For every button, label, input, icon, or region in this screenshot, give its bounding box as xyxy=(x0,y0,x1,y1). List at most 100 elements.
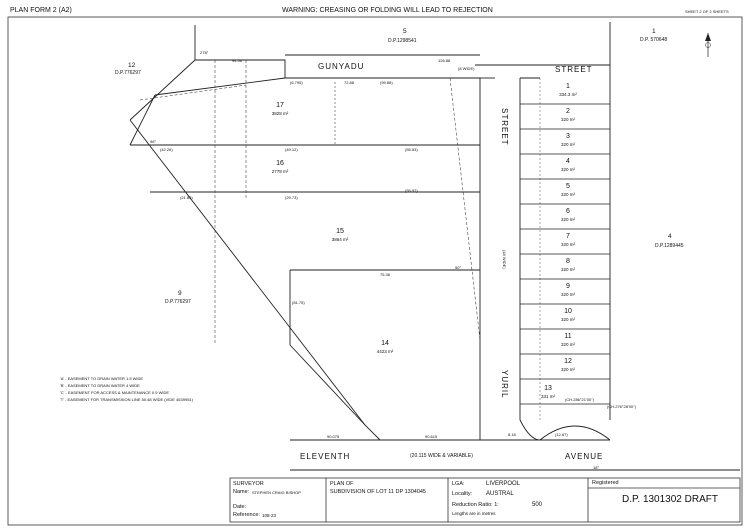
lot-3-area: 320 m² xyxy=(560,142,575,147)
lot-9-number: 9 xyxy=(566,283,570,290)
lot-17-number: 17 xyxy=(276,102,284,109)
plan-of-label: PLAN OF xyxy=(330,481,354,487)
adjoining-lot-12-dp: D.P.776297 xyxy=(115,70,141,76)
adjoining-lot-1-number: 1 xyxy=(652,28,656,35)
adjoining-lot-4-dp: D.P.1289445 xyxy=(655,243,684,249)
legend-item-c: 'C' - EASEMENT FOR ACCESS & MAINTENANCE … xyxy=(60,390,170,395)
surveyor-name: STEPHEN CRAIG BISHOP xyxy=(252,490,301,495)
road-yuril-width: (18 WIDE) xyxy=(502,250,507,269)
lot-12-area: 320 m² xyxy=(560,367,575,372)
dim-top-bearing: 278° xyxy=(200,50,209,55)
dim-lot16-west: (42.26) xyxy=(160,147,173,152)
dim-chord-2: (CH.276°28'00") xyxy=(607,404,636,409)
adjoining-lot-1-dp: D.P. 570648 xyxy=(640,37,668,43)
lot-4-number: 4 xyxy=(566,158,570,165)
lot-14-area: 4423 m² xyxy=(376,349,394,354)
lot-13-area: 331 m² xyxy=(540,394,555,399)
warning-text: WARNING: CREASING OR FOLDING WILL LEAD T… xyxy=(282,7,493,14)
road-yuril-label: YURIL xyxy=(500,370,509,399)
adjoining-lot-5-dp: D.P.1298541 xyxy=(388,38,417,44)
lot-10-number: 10 xyxy=(564,308,572,315)
lot-6-number: 6 xyxy=(566,208,570,215)
dim-corner-818: 8.18 xyxy=(508,432,516,437)
lot-8-number: 8 xyxy=(566,258,570,265)
lot-1-area: 334.3 m² xyxy=(559,92,577,97)
dim-gunyadu-length: 126.88 xyxy=(438,58,451,63)
lot-16-number: 16 xyxy=(276,160,284,167)
lot-13-number: 13 xyxy=(544,385,552,392)
surveyor-name-label: Name: xyxy=(233,489,250,495)
road-eleventh-width: (20.115 WIDE & VARIABLE) xyxy=(410,453,473,459)
dim-lot16-north: (49.12) xyxy=(285,147,298,152)
lot-7-number: 7 xyxy=(566,233,570,240)
road-street-vertical-label: STREET xyxy=(500,108,509,146)
dim-lot14-west: (81.75) xyxy=(292,300,305,305)
plan-form-label: PLAN FORM 2 (A2) xyxy=(10,7,72,14)
lot-8-area: 320 m² xyxy=(560,267,575,272)
dim-lot17-north-2: (99.88) xyxy=(380,80,393,85)
lot-7-area: 320 m² xyxy=(560,242,575,247)
dim-bearing-50: 50° xyxy=(455,265,462,270)
lot-5-number: 5 xyxy=(566,183,570,190)
lot-9-area: 320 m² xyxy=(560,292,575,297)
reduction-ratio-label: Reduction Ratio: 1: xyxy=(452,502,499,508)
lot-11-number: 11 xyxy=(564,333,572,340)
lot-15-area: 3864 m² xyxy=(331,237,349,242)
dim-lot15-west: (21.85) xyxy=(180,195,193,200)
dim-lot14-north: 75.38 xyxy=(380,272,391,277)
road-gunyadu-label: GUNYADU xyxy=(318,62,365,71)
north-arrow-icon xyxy=(705,33,711,57)
legend-item-a: 'A' - EASEMENT TO DRAIN WATER 1.5 WIDE xyxy=(60,376,144,381)
dim-top-distance: 94.56 xyxy=(232,58,243,63)
dim-lot15-east: (55.97) xyxy=(405,188,418,193)
dim-eleventh-2: 90.615 xyxy=(425,434,438,439)
lot-12-number: 12 xyxy=(564,358,572,365)
dim-bearing-18: 18° xyxy=(593,465,600,470)
surveyor-heading: SURVEYOR xyxy=(233,481,264,487)
road-gunyadu-width: (8 WIDE) xyxy=(458,66,475,71)
road-avenue-label: AVENUE xyxy=(565,452,604,461)
lot-6-area: 320 m² xyxy=(560,217,575,222)
lot-14-number: 14 xyxy=(381,340,389,347)
adjoining-lot-9-dp: D.P.776297 xyxy=(165,299,191,305)
lga-label: LGA: xyxy=(452,481,465,487)
lot-1-number: 1 xyxy=(566,83,570,90)
dim-lot17-north-3: (6.795) xyxy=(290,80,303,85)
lot-10-area: 320 m² xyxy=(560,317,575,322)
lot-3-number: 3 xyxy=(566,133,570,140)
locality-label: Locality: xyxy=(452,491,473,497)
dp-number: D.P. 1301302 DRAFT xyxy=(622,494,718,505)
dim-eleventh-1: 90.075 xyxy=(327,434,340,439)
dim-chord-1: (CH.286°21'00") xyxy=(565,397,594,402)
lot-16-area: 2778 m² xyxy=(271,169,289,174)
registered-label: Registered xyxy=(592,480,619,486)
date-label: Date: xyxy=(233,504,247,510)
lga-value: LIVERPOOL xyxy=(486,481,521,487)
lot-11-area: 320 m² xyxy=(560,342,575,347)
lot-15-number: 15 xyxy=(336,228,344,235)
road-street-top-label: STREET xyxy=(555,65,593,74)
lot-4-area: 320 m² xyxy=(560,167,575,172)
dim-lot15-north: (29.73) xyxy=(285,195,298,200)
legend-item-b: 'B' - EASEMENT TO DRAIN WATER 4 WIDE xyxy=(60,383,140,388)
dim-arc-length: (12.67) xyxy=(555,432,568,437)
dim-lot16-east: (55.53) xyxy=(405,147,418,152)
sheet-number: SHEET 2 OF 2 SHEETS xyxy=(685,9,729,14)
legend-item-t: 'T' - EASEMENT FOR TRANSMISSION LINE 50.… xyxy=(60,397,193,402)
adjoining-lot-9-number: 9 xyxy=(178,290,182,297)
adjoining-lot-4-number: 4 xyxy=(668,233,672,240)
adjoining-lot-12-number: 12 xyxy=(128,62,136,69)
lot-5-area: 320 m² xyxy=(560,192,575,197)
reference-value: 108-23 xyxy=(262,513,277,518)
reduction-ratio-value: 500 xyxy=(532,502,543,508)
locality-value: AUSTRAL xyxy=(486,491,514,497)
lot-17-area: 3828 m² xyxy=(271,111,289,116)
lot-2-area: 320 m² xyxy=(560,117,575,122)
road-eleventh-label: ELEVENTH xyxy=(300,452,351,461)
reference-label: Reference: xyxy=(233,512,260,518)
subdivision-title: SUBDIVISION OF LOT 11 DP 1304045 xyxy=(330,489,426,495)
lot-2-number: 2 xyxy=(566,108,570,115)
lengths-note: Lengths are in metres xyxy=(452,511,496,516)
adjoining-lot-5-number: 5 xyxy=(403,28,407,35)
